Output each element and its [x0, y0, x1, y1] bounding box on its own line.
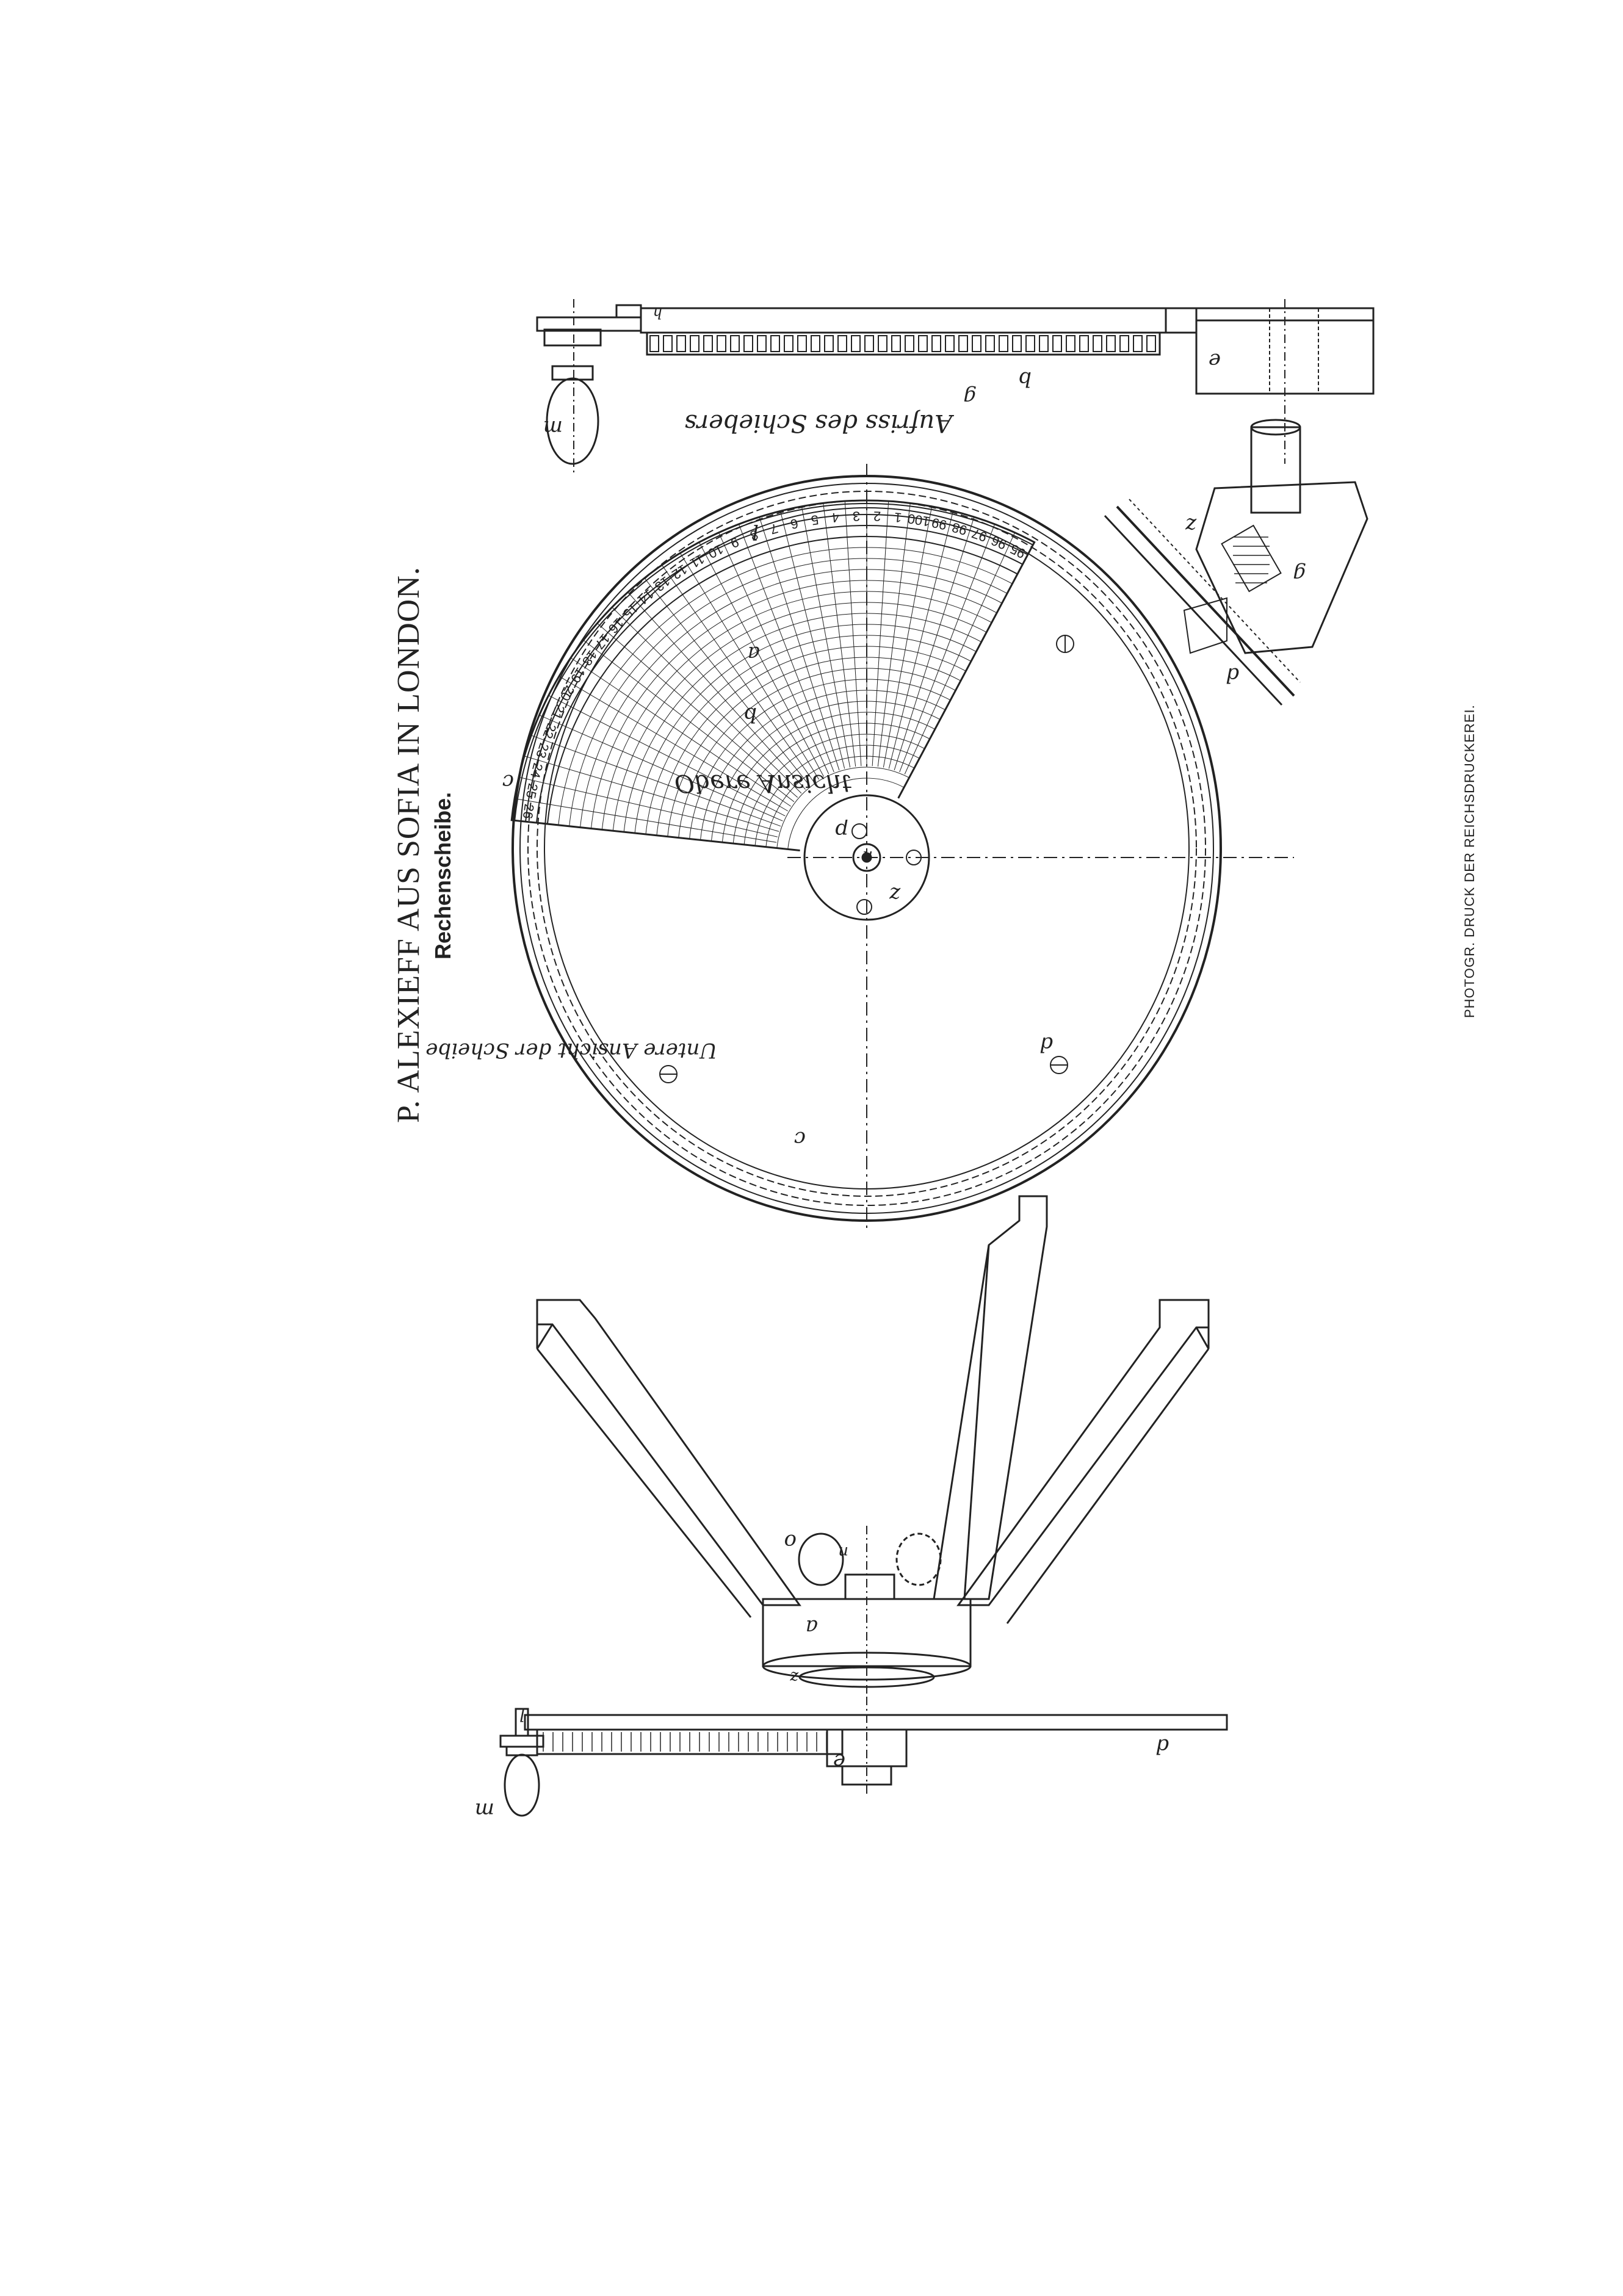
scale-number: 5	[810, 512, 820, 529]
label-g-top: g	[963, 385, 977, 410]
disc-outer-rim	[511, 475, 1222, 1222]
lower-handle	[504, 1753, 540, 1817]
part-letters: m h g b e l a b c p n z d c z g d o n a …	[475, 305, 1306, 1822]
scale-number: 4	[831, 510, 840, 525]
label-e-top: e	[1209, 348, 1221, 373]
wing-nut-right	[895, 1532, 942, 1586]
label-z-detail: z	[1185, 513, 1197, 538]
hub-inner	[852, 843, 881, 872]
label-c-lower: c	[794, 1127, 806, 1151]
drawing-title: P. ALEXIEFF AUS SOFIA IN LONDON.	[391, 566, 426, 1123]
label-m-top: m	[543, 416, 563, 440]
label-o-stand: o	[784, 1529, 797, 1554]
label-n-stand: n	[838, 1543, 848, 1561]
caption-top-view: Obere Ansicht	[674, 769, 852, 797]
view-captions: Aufriss des Schiebers Obere Ansicht Unte…	[425, 409, 955, 1063]
slider-handle	[546, 377, 599, 465]
caption-slider-view: Aufriss des Schiebers	[684, 409, 955, 437]
scale-number: 25	[523, 782, 541, 800]
disc-screws	[659, 635, 1074, 1083]
inclined-detail-view	[1104, 419, 1368, 706]
label-l-scale: l	[752, 519, 759, 544]
label-m-lower: m	[475, 1798, 494, 1822]
label-p-hub: p	[835, 818, 848, 843]
scale-number: 6	[789, 516, 800, 532]
printer-credit: PHOTOGR. DRUCK DER REICHSDRUCKEREI.	[1462, 704, 1477, 1018]
scale-number: 26	[520, 803, 537, 820]
caption-bottom-view: Untere Ansicht der Scheibe	[425, 1038, 717, 1063]
scale-number: 100	[906, 511, 931, 529]
label-n-hub: n	[862, 847, 873, 865]
pinion-gear-hatch	[1233, 536, 1270, 583]
label-c-disc: c	[502, 770, 514, 794]
label-b-top: b	[1018, 367, 1032, 391]
label-a-disc: a	[748, 641, 760, 666]
slider-teeth	[649, 335, 1156, 352]
scale-number: 99	[930, 515, 948, 533]
label-d-side: d	[1155, 1734, 1169, 1758]
label-a-stand: a	[806, 1615, 818, 1639]
drawing-subtitle: Rechenscheibe.	[430, 792, 455, 959]
scale-number: 2	[873, 508, 881, 524]
label-h-top: h	[653, 305, 662, 322]
scale-number: 3	[852, 508, 860, 524]
wing-nut-left	[798, 1532, 844, 1586]
disc-stand-view	[499, 1195, 1228, 1817]
label-b-disc: b	[743, 702, 757, 727]
scale-number: 1	[894, 510, 902, 525]
hub-outer	[803, 794, 930, 921]
slider-elevation-view	[536, 299, 1375, 476]
label-l-side: l	[519, 1705, 525, 1725]
label-z-stand: z	[790, 1668, 799, 1686]
label-g-detail: g	[1293, 562, 1306, 587]
label-d-detail: d	[1226, 663, 1239, 687]
label-d-disc: d	[1039, 1032, 1053, 1056]
label-z-hub: z	[889, 883, 901, 907]
label-e-side: e	[833, 1749, 845, 1774]
